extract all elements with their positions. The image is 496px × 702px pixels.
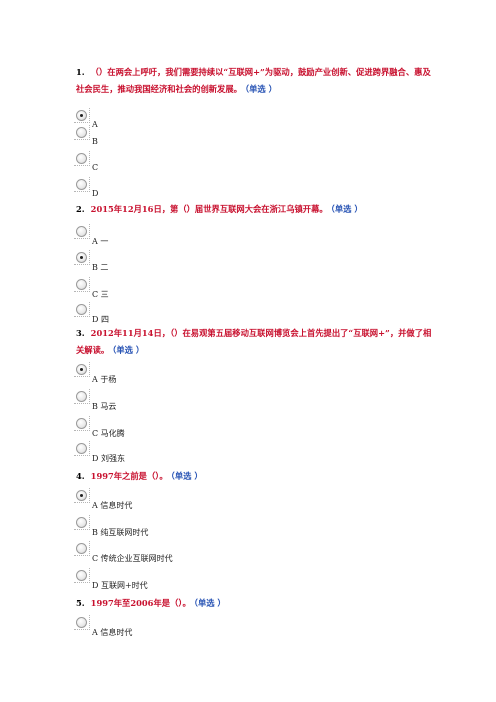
radio-frame: [74, 125, 90, 140]
question-text: （）在两会上呼吁，我们需要持续以“互联网+”为驱动，鼓励产业创新、促进跨界融合、…: [76, 67, 431, 94]
answer-option[interactable]: D 四: [74, 302, 376, 324]
question-text: 2012年11月14日，（）在易观第五届移动互联网博览会上首先提出了“互联网+”…: [76, 328, 432, 355]
radio-frame: [74, 568, 90, 583]
radio-button-icon[interactable]: [76, 153, 87, 164]
radio-button-icon[interactable]: [76, 279, 87, 290]
question-text: 1997年之前是（）。: [90, 471, 168, 481]
radio-button-icon[interactable]: [76, 490, 87, 501]
option-label: B 马云: [92, 402, 117, 411]
question-type-tag: （单选 ）: [330, 204, 363, 214]
option-label: D: [92, 189, 99, 198]
radio-frame: [74, 302, 90, 317]
radio-button-icon[interactable]: [76, 391, 87, 402]
question-number: 2.: [76, 204, 85, 214]
question-type-tag: （单选 ）: [112, 345, 145, 355]
answer-option[interactable]: A 于杨: [74, 362, 376, 384]
question-number: 4.: [76, 471, 85, 481]
option-label: D 刘强东: [92, 454, 125, 463]
radio-button-icon[interactable]: [76, 617, 87, 628]
question-title: 1.（）在两会上呼吁，我们需要持续以“互联网+”为驱动，鼓励产业创新、促进跨界融…: [76, 64, 436, 98]
answer-option[interactable]: A 信息时代: [74, 488, 376, 510]
answer-option[interactable]: B: [74, 125, 376, 146]
radio-button-icon[interactable]: [76, 252, 87, 263]
option-label: B: [92, 137, 98, 146]
answer-option[interactable]: A: [74, 108, 376, 129]
radio-frame: [74, 541, 90, 556]
option-label: A 信息时代: [92, 628, 133, 637]
answer-option[interactable]: D: [74, 177, 376, 198]
question-title: 5. 1997年至2006年是（）。（单选 ）: [76, 595, 436, 612]
question-title: 4. 1997年之前是（）。（单选 ）: [76, 468, 436, 485]
radio-frame: [74, 416, 90, 431]
radio-frame: [74, 362, 90, 377]
question-type-tag: （单选 ）: [193, 598, 226, 608]
radio-button-icon[interactable]: [76, 543, 87, 554]
answer-option[interactable]: C 马化腾: [74, 416, 376, 438]
radio-button-icon[interactable]: [76, 179, 87, 190]
option-label: A: [92, 120, 98, 129]
question-type-tag: （单选 ）: [244, 84, 277, 94]
answer-option[interactable]: C: [74, 151, 376, 172]
question-title: 3.2012年11月14日，（）在易观第五届移动互联网博览会上首先提出了“互联网…: [76, 325, 436, 359]
option-label: C: [92, 163, 99, 172]
radio-button-icon[interactable]: [76, 127, 87, 138]
answer-option[interactable]: A 一: [74, 224, 376, 246]
answer-option[interactable]: B 纯互联网时代: [74, 515, 376, 537]
radio-frame: [74, 441, 90, 456]
answer-option[interactable]: C 传统企业互联网时代: [74, 541, 376, 563]
radio-frame: [74, 277, 90, 292]
radio-frame: [74, 224, 90, 239]
radio-frame: [74, 389, 90, 404]
radio-button-icon[interactable]: [76, 570, 87, 581]
option-label: B 纯互联网时代: [92, 528, 149, 537]
option-label: C 马化腾: [92, 429, 125, 438]
question-number: 3.: [76, 328, 85, 338]
option-label: D 互联网+时代: [92, 581, 148, 590]
radio-button-icon[interactable]: [76, 364, 87, 375]
option-label: A 于杨: [92, 375, 117, 384]
answer-option[interactable]: A 信息时代: [74, 615, 376, 637]
radio-button-icon[interactable]: [76, 226, 87, 237]
question-text: 1997年至2006年是（）。: [90, 598, 191, 608]
question-number: 5.: [76, 598, 85, 608]
radio-frame: [74, 488, 90, 503]
radio-button-icon[interactable]: [76, 110, 87, 121]
radio-frame: [74, 151, 90, 166]
question-number: 1.: [76, 67, 85, 77]
option-label: A 信息时代: [92, 501, 133, 510]
radio-frame: [74, 615, 90, 630]
option-label: B 二: [92, 263, 109, 272]
radio-button-icon[interactable]: [76, 517, 87, 528]
question-title: 2. 2015年12月16日，第（）届世界互联网大会在浙江乌镇开幕。（单选 ）: [76, 201, 436, 218]
question-text: 2015年12月16日，第（）届世界互联网大会在浙江乌镇开幕。: [90, 204, 328, 214]
option-label: D 四: [92, 315, 109, 324]
option-label: A 一: [92, 237, 109, 246]
option-label: C 传统企业互联网时代: [92, 554, 173, 563]
radio-button-icon[interactable]: [76, 418, 87, 429]
radio-button-icon[interactable]: [76, 304, 87, 315]
answer-option[interactable]: B 马云: [74, 389, 376, 411]
answer-option[interactable]: B 二: [74, 250, 376, 272]
radio-button-icon[interactable]: [76, 443, 87, 454]
option-label: C 三: [92, 290, 109, 299]
answer-option[interactable]: C 三: [74, 277, 376, 299]
radio-frame: [74, 515, 90, 530]
radio-frame: [74, 250, 90, 265]
answer-option[interactable]: D 互联网+时代: [74, 568, 376, 590]
question-type-tag: （单选 ）: [170, 471, 203, 481]
answer-option[interactable]: D 刘强东: [74, 441, 376, 463]
radio-frame: [74, 177, 90, 192]
radio-frame: [74, 108, 90, 123]
